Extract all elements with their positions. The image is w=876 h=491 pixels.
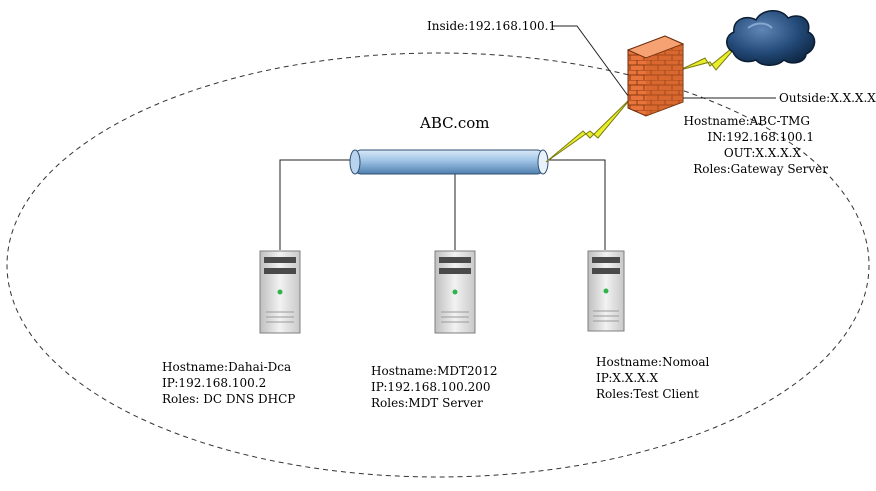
firewall-roles: Roles:Gateway Server [693,162,828,176]
cloud-icon [726,10,816,66]
network-bus-icon [349,149,549,175]
firewall-hostname: Hostname:ABC-TMG [683,114,810,128]
server-icon [587,250,625,332]
server-hostname: Hostname:Dahai-Dca [162,360,292,374]
server-icon [259,250,301,334]
server-hostname: Hostname:MDT2012 [371,364,498,378]
link-server-3 [545,159,606,250]
server-roles: Roles:Test Client [596,387,699,401]
connection-lines [279,25,776,250]
server-hostname: Hostname:Nomoal [596,355,710,369]
domain-label: ABC.com [420,114,490,132]
outside-ip-label: Outside:X.X.X.X [779,91,876,105]
server-icon [434,250,476,334]
inside-ip-label: Inside:192.168.100.1 [427,19,557,33]
server-ip: IP:192.168.100.200 [371,380,491,394]
network-boundary [6,52,870,478]
lightning-bolt-icon [545,96,633,163]
server-ip: IP:X.X.X.X [596,371,659,385]
firewall-icon [626,35,685,117]
firewall-in-ip: IN:192.168.100.1 [707,130,814,144]
firewall-out-ip: OUT:X.X.X.X [723,146,801,160]
server-ip: IP:192.168.100.2 [162,376,267,390]
server-roles: Roles: DC DNS DHCP [162,392,296,406]
link-server-1 [279,159,355,250]
inside-leader-line [552,25,635,105]
server-roles: Roles:MDT Server [371,396,483,410]
